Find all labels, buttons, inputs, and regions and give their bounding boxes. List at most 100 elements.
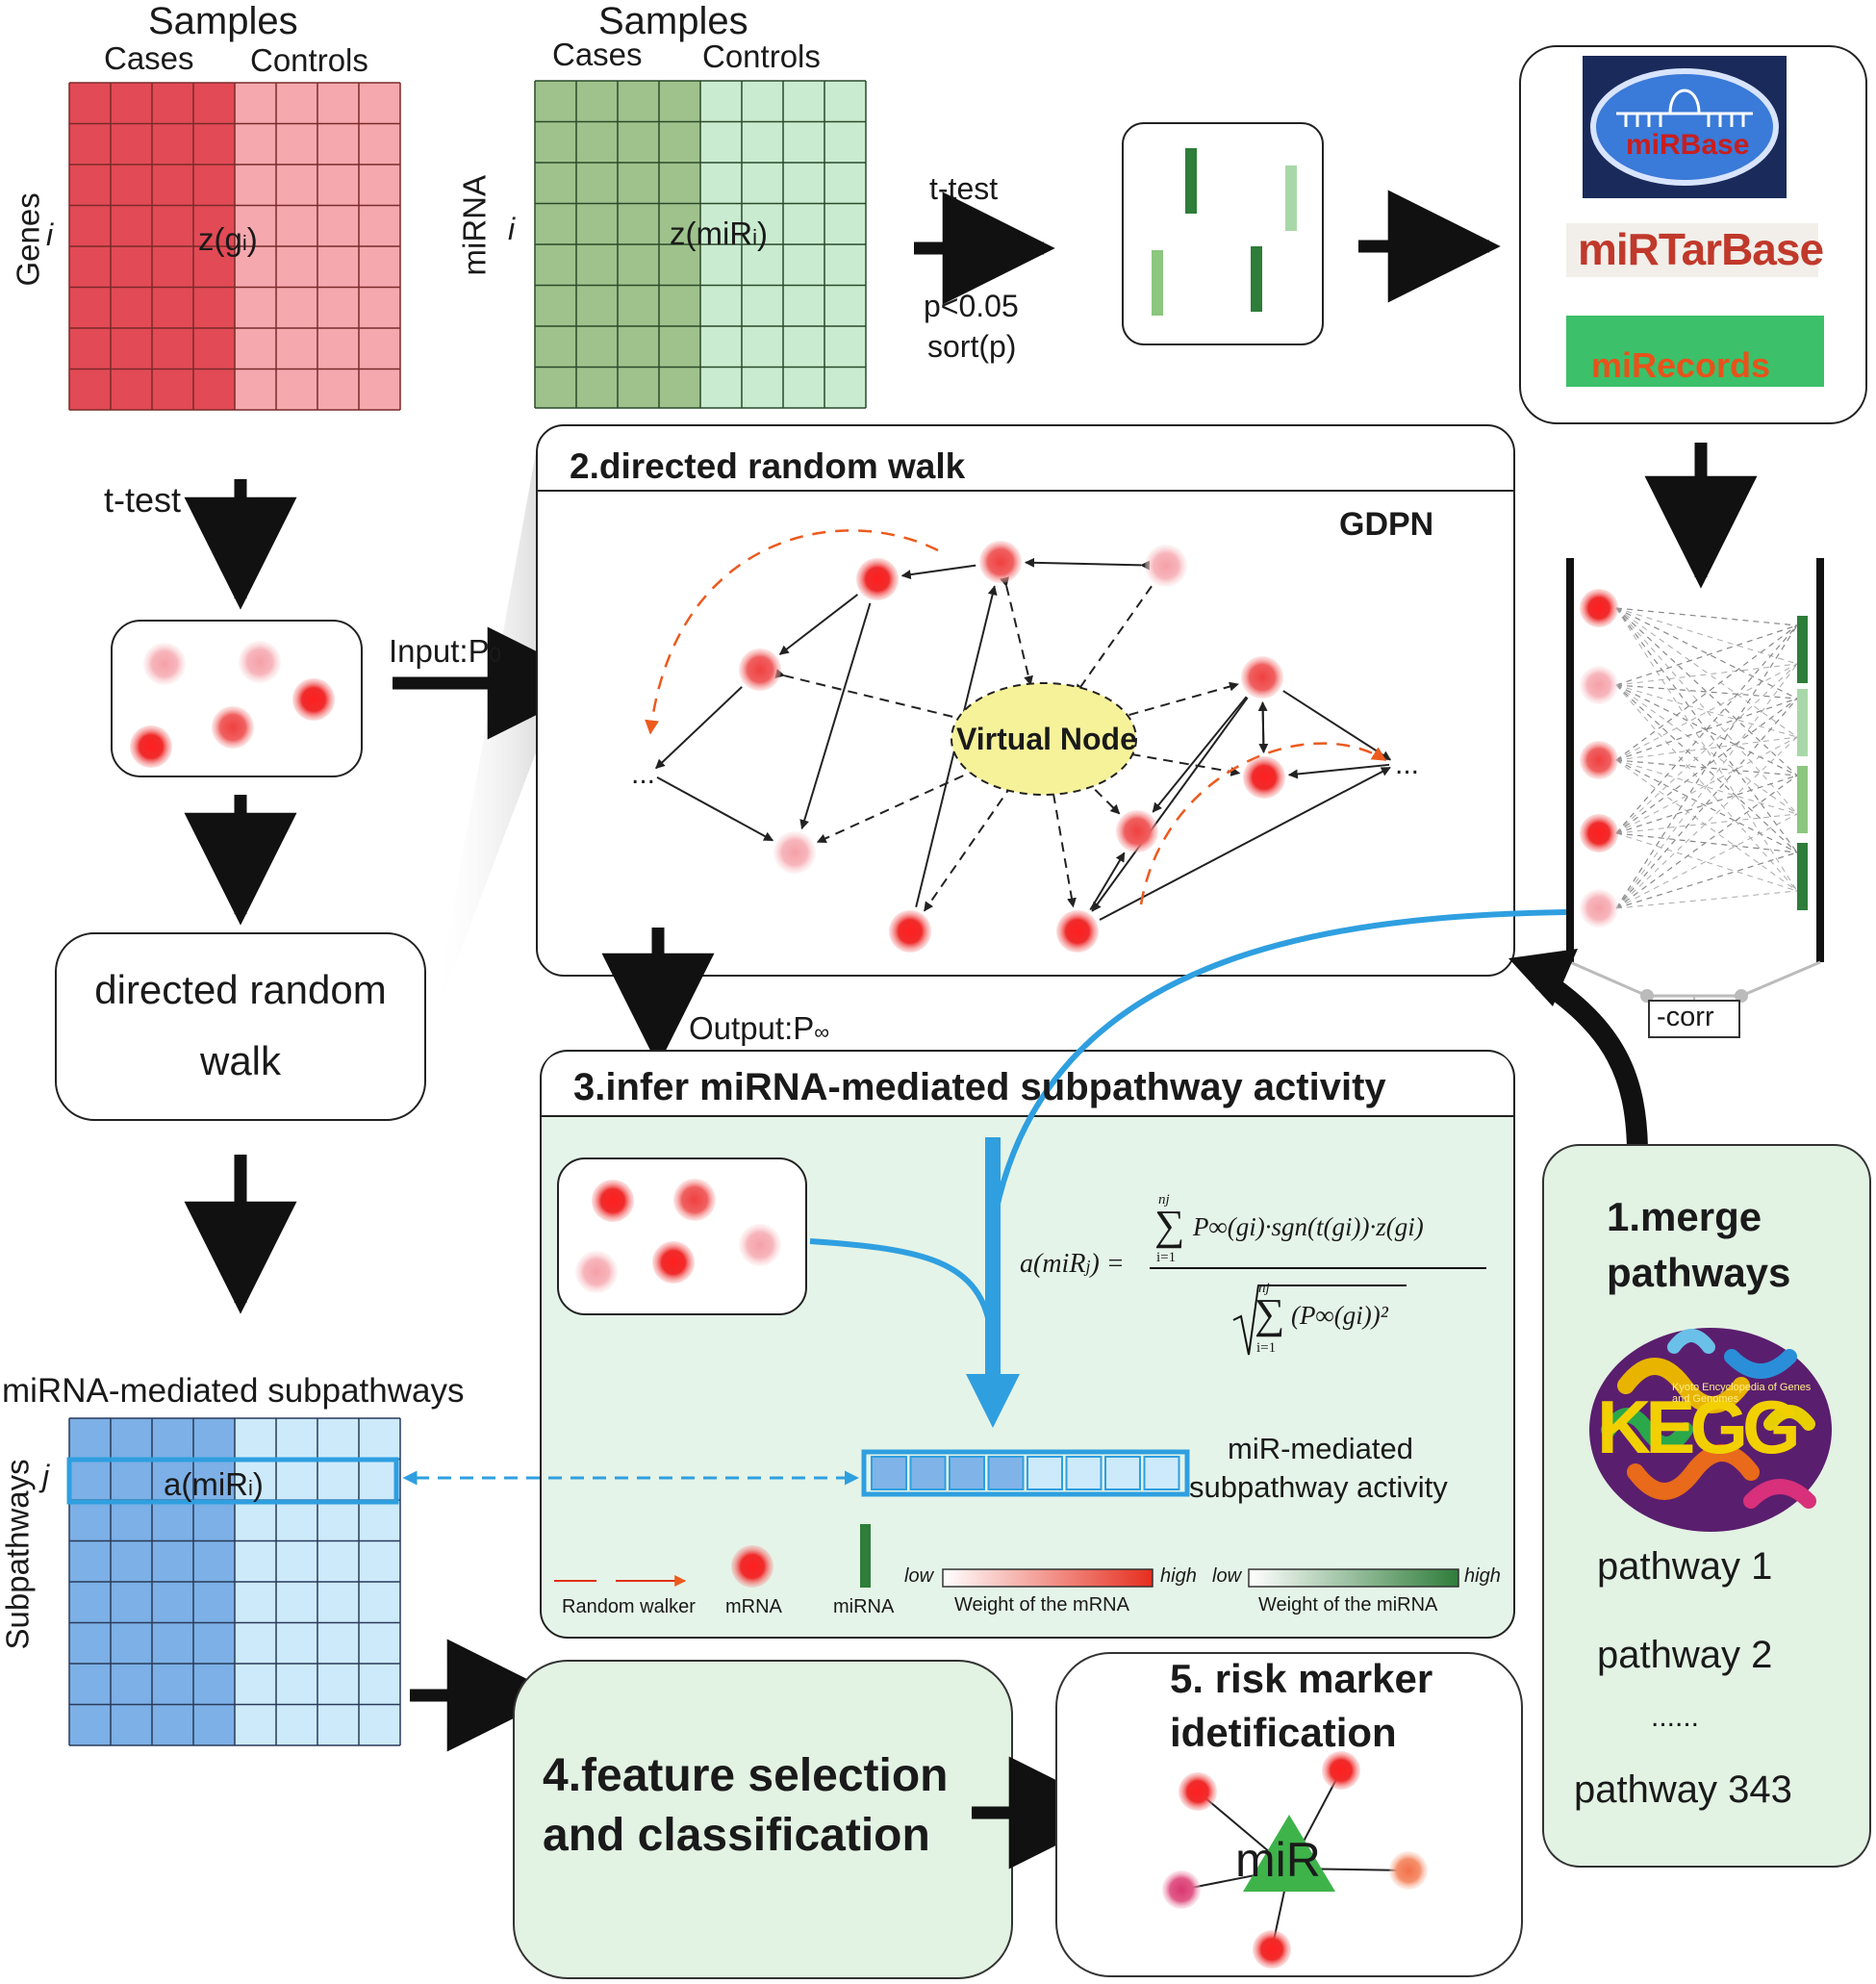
mirna-expression-matrix [534,80,867,409]
activity-vector-frame [861,1449,1190,1497]
bipartite-edge [1615,759,1798,815]
gene-matrix-title: Samples [148,0,298,42]
bipartite-edge [1615,607,1798,776]
activity-cell [909,1456,947,1490]
bipartite-edge [1615,775,1798,909]
weighted-gene-nodes [575,1179,781,1293]
legend-mirna-high: high [1464,1565,1501,1587]
bipartite-edge [1615,775,1798,834]
bipartite-edge [1615,684,1798,776]
random-walker-path [1139,742,1387,905]
numerator-sum-sign: ∑ [1154,1202,1185,1249]
bipartite-edge [1615,684,1798,892]
drw-box [55,932,426,1121]
activity-cell [1104,1456,1141,1490]
bipartite-edge [1615,832,1798,892]
panel-1-title-line2: pathways [1607,1250,1791,1295]
ttest-label-top: t-test [929,171,999,206]
bipartite-edge [1615,684,1798,815]
bipartite-edge [1615,624,1798,834]
bipartite-edge [1615,736,1798,761]
bipartite-edge [1615,663,1798,761]
panel-3-title: 3.infer miRNA-mediated subpathway activi… [573,1066,1386,1108]
bipartite-mirna-bar [1797,616,1808,683]
mirna-cases-label: Cases [552,37,643,72]
gdpn-label: GDPN [1339,506,1434,543]
network-edge [774,669,991,728]
bipartite-mirna-bar [1797,843,1808,910]
input-label: Input:P0 [389,633,501,669]
panel-1-title-line1: 1.merge [1607,1194,1762,1239]
sqrt-sign [1232,1285,1407,1356]
panel-2-title: 2.directed random walk [570,446,966,486]
mirna-triangle [1243,1815,1335,1892]
activity-vector [871,1456,1180,1490]
network-gene-node [1116,810,1158,852]
mirna-row-axis: miRNA [456,175,493,276]
bipartite-edge [1615,607,1798,626]
activity-cell [1027,1456,1063,1490]
kegg-logo [1589,1328,1832,1532]
bipartite-edge [1615,813,1798,834]
drw-label-line1: directed random [94,967,387,1012]
bipartite-mrna-node [1580,814,1618,852]
formula-lhs: a(miRj) = [1020,1249,1125,1279]
pathway-item: pathway 1 [1597,1545,1773,1588]
legend-mrna-gradient [942,1568,1153,1588]
mirna-matrix-title: Samples [598,0,748,42]
bipartite-edge [1615,607,1798,738]
network-gene-node [979,541,1022,583]
de-mirna-box [1122,122,1324,345]
network-ellipsis-left: ... [631,758,656,790]
bipartite-mirna-bar [1797,766,1808,833]
legend-mirna-weight: Weight of the miRNA [1258,1594,1438,1615]
risk-marker-network [1162,1751,1428,1969]
panel-4-line1: 4.feature selection [543,1750,949,1801]
bipartite-edge [1615,698,1798,834]
legend-mrna-node [731,1545,773,1588]
bipartite-edge [1615,607,1798,815]
bipartite-edge [1615,663,1798,834]
mirna-cell-label: z(miRi) [670,216,769,251]
virtual-node-label: Virtual Node [956,722,1137,756]
denominator-sum-lower: i=1 [1256,1340,1277,1356]
panel-5-line1: 5. risk marker [1170,1656,1433,1701]
legend-mirna-gradient [1248,1568,1459,1588]
corr-label: -corr [1657,1002,1714,1032]
panel-5-line2: idetification [1170,1710,1397,1755]
bipartite-edge [1615,736,1798,834]
mirna-index: i [508,212,516,246]
bipartite-edge [1615,813,1798,909]
mirna-to-activity-flow [993,909,1567,1213]
network-edge [1000,576,1033,686]
network-edge [1287,763,1390,779]
panel-3-infer-activity [540,1050,1515,1639]
gene-expression-matrix [68,82,401,411]
bipartite-edge [1615,607,1798,892]
network-edge [1075,585,1153,695]
merge-feedback-arrowhead [1508,949,1578,1006]
panel-3-title-area [543,1053,1512,1116]
legend-random-walker-label: Random walker [562,1596,696,1617]
activity-cell [949,1456,985,1490]
legend-mirna-label: miRNA [833,1596,895,1617]
network-edge [924,784,1013,912]
virtual-node [951,682,1137,796]
gene-cell-label: z(gi) [198,221,258,257]
legend-mirna-low: low [1212,1565,1242,1587]
network-edge [656,776,774,842]
network-edge [778,594,859,655]
network-edge [1099,766,1391,921]
activity-cell [1143,1456,1180,1490]
highlighted-row [66,1457,399,1505]
mirbase-logo-text: miRBase [1626,129,1750,161]
output-label: Output:P∞ [689,1010,829,1046]
mirtarbase-logo-text: miRTarBase [1578,224,1824,274]
numerator-sum-upper: nj [1158,1192,1170,1208]
activity-cell [1065,1456,1103,1490]
bipartite-edge [1615,663,1798,909]
bipartite-edge [1615,698,1798,909]
bipartite-mrna-node [1580,741,1618,779]
bipartite-mirna-bar [1797,689,1808,756]
